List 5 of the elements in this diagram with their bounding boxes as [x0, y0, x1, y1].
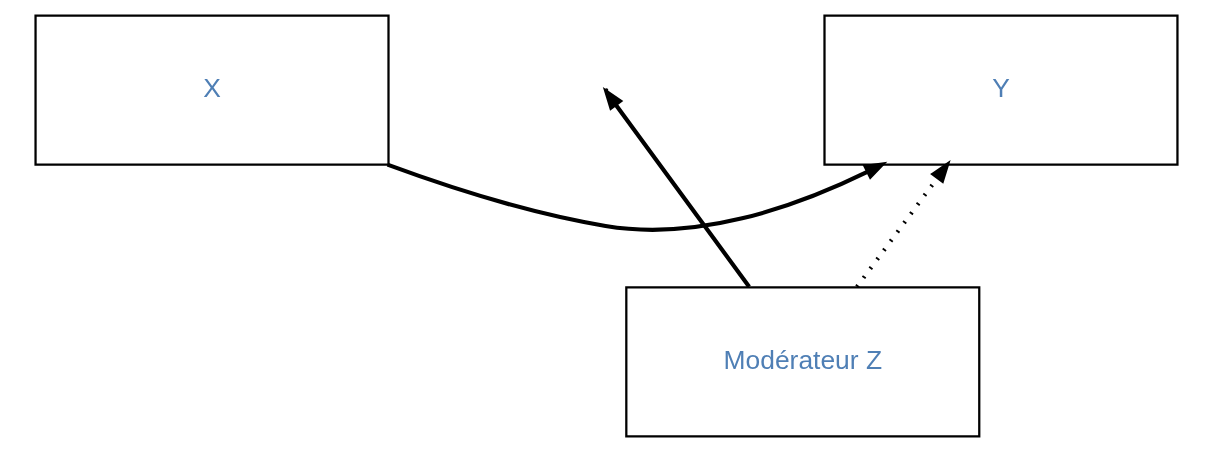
node-box: Modérateur Z	[624, 286, 980, 438]
node-box: X	[33, 14, 390, 166]
arrow	[854, 160, 951, 288]
node-box: Y	[822, 14, 1179, 166]
arrow	[386, 161, 887, 232]
